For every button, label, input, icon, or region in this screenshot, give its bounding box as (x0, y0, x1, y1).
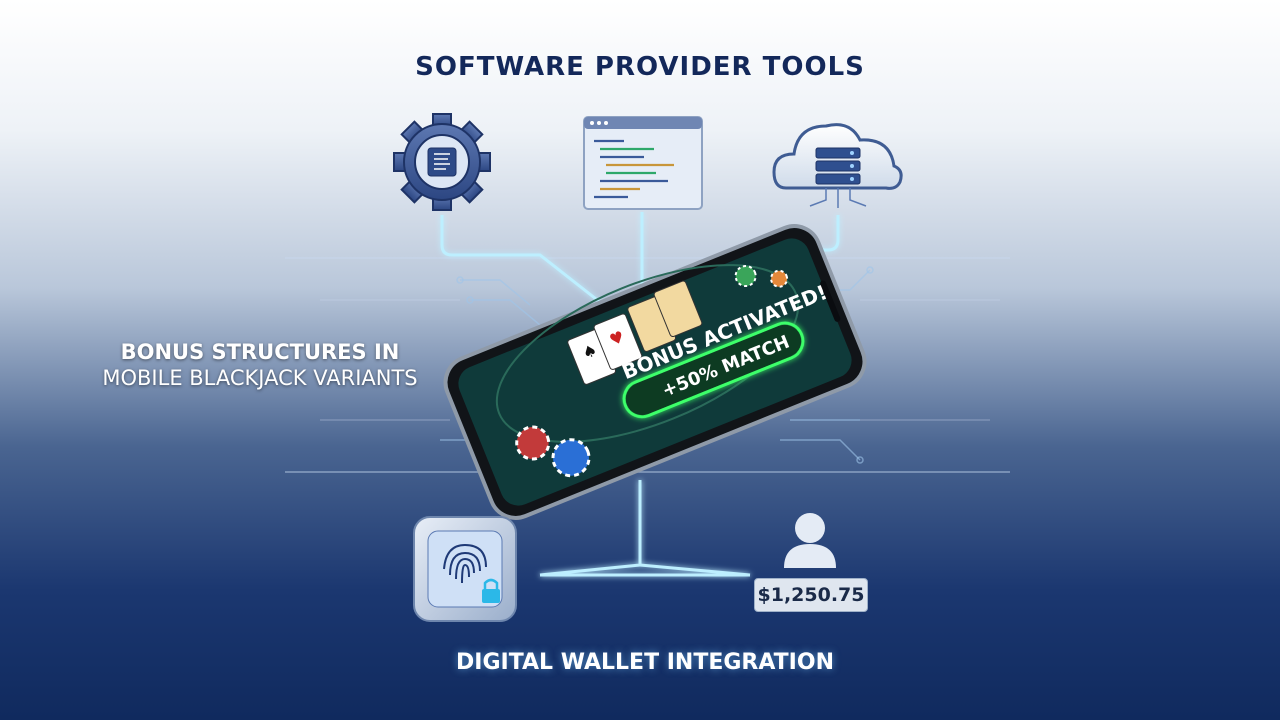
bottom-label: DIGITAL WALLET INTEGRATION (456, 650, 834, 675)
wallet-balance: $1,250.75 (754, 578, 868, 612)
connector-lines (440, 212, 840, 577)
svg-text:♠: ♠ (580, 340, 600, 363)
cloud-server-icon (772, 123, 903, 208)
user-icon (784, 513, 836, 568)
gear-chip-icon (393, 113, 491, 211)
casino-chips (515, 265, 789, 478)
left-label-line1: BONUS STRUCTURES IN (120, 340, 400, 364)
smartphone: ♠ ♥ BONUS ACTIVATED! +50% MATCH (443, 224, 867, 520)
left-label-line2: MOBILE BLACKJACK VARIANTS (102, 366, 418, 390)
svg-text:♥: ♥ (607, 327, 627, 350)
playing-cards: ♠ ♥ (567, 280, 703, 385)
blackjack-table-screen (458, 238, 852, 506)
page-title: SOFTWARE PROVIDER TOOLS (415, 52, 865, 82)
fingerprint-lock-icon (413, 516, 517, 622)
background-grid-lines (285, 257, 1010, 473)
code-editor-icon (583, 116, 703, 210)
